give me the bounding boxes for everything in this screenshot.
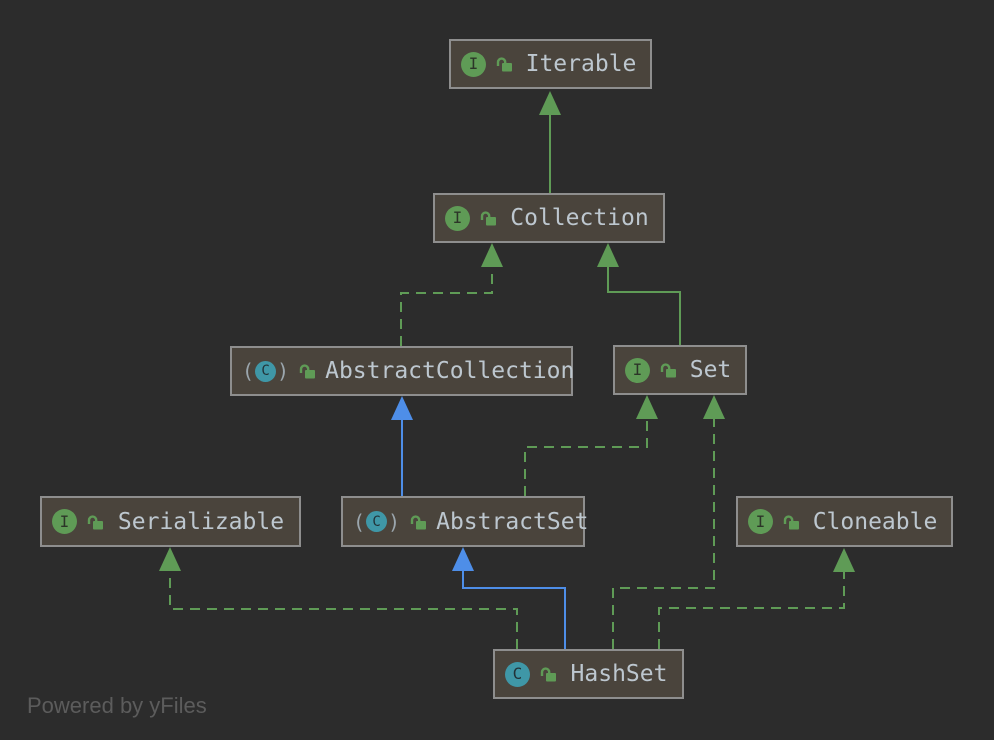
edge-abstractcollection-implements-collection[interactable] <box>400 243 503 346</box>
interface-icon: I <box>748 509 773 534</box>
edge-hashset-implements-cloneable[interactable] <box>658 548 855 649</box>
edge-abstractset-implements-set[interactable] <box>524 395 658 496</box>
node-label: Serializable <box>117 508 285 535</box>
yfiles-watermark: Powered by yFiles <box>27 693 207 718</box>
edge-collection-extends-iterable[interactable] <box>539 91 561 193</box>
edge-hashset-extends-abstractset[interactable] <box>452 547 566 649</box>
interface-icon: I <box>625 357 650 383</box>
unlocked-badge-icon <box>658 360 678 380</box>
node-hashset[interactable]: C HashSet <box>493 649 684 699</box>
node-set[interactable]: I Set <box>613 345 747 395</box>
node-label: Cloneable <box>812 508 938 535</box>
node-label: AbstractSet <box>436 508 589 535</box>
node-abstract-set[interactable]: ( C ) AbstractSet <box>341 496 589 547</box>
class-icon: C <box>505 661 530 687</box>
edge-abstractset-extends-abstractcollection[interactable] <box>391 396 413 496</box>
unlocked-badge-icon <box>85 512 105 532</box>
unlocked-badge-icon <box>408 512 428 532</box>
interface-icon: I <box>52 509 77 534</box>
node-cloneable[interactable]: I Cloneable <box>736 496 953 547</box>
unlocked-badge-icon <box>494 54 514 74</box>
unlocked-badge-icon <box>781 512 801 532</box>
unlocked-badge-icon <box>478 208 498 228</box>
interface-icon: I <box>445 205 470 231</box>
edge-set-extends-collection[interactable] <box>597 243 681 345</box>
interface-icon: I <box>461 51 486 77</box>
node-iterable[interactable]: I Iterable <box>449 39 652 89</box>
abstract-class-icon: ( C ) <box>242 359 290 383</box>
node-label: HashSet <box>570 661 668 687</box>
node-label: Iterable <box>525 51 637 77</box>
abstract-class-icon: ( C ) <box>353 509 401 534</box>
unlocked-badge-icon <box>297 361 317 381</box>
node-serializable[interactable]: I Serializable <box>40 496 301 547</box>
node-label: AbstractCollection <box>325 358 575 384</box>
node-label: Collection <box>510 205 649 231</box>
node-abstract-collection[interactable]: ( C ) AbstractCollection <box>230 346 575 396</box>
unlocked-badge-icon <box>538 664 558 684</box>
edge-hashset-implements-set[interactable] <box>612 395 725 649</box>
edge-hashset-implements-serializable[interactable] <box>159 547 518 649</box>
node-collection[interactable]: I Collection <box>433 193 665 243</box>
node-label: Set <box>689 357 732 383</box>
